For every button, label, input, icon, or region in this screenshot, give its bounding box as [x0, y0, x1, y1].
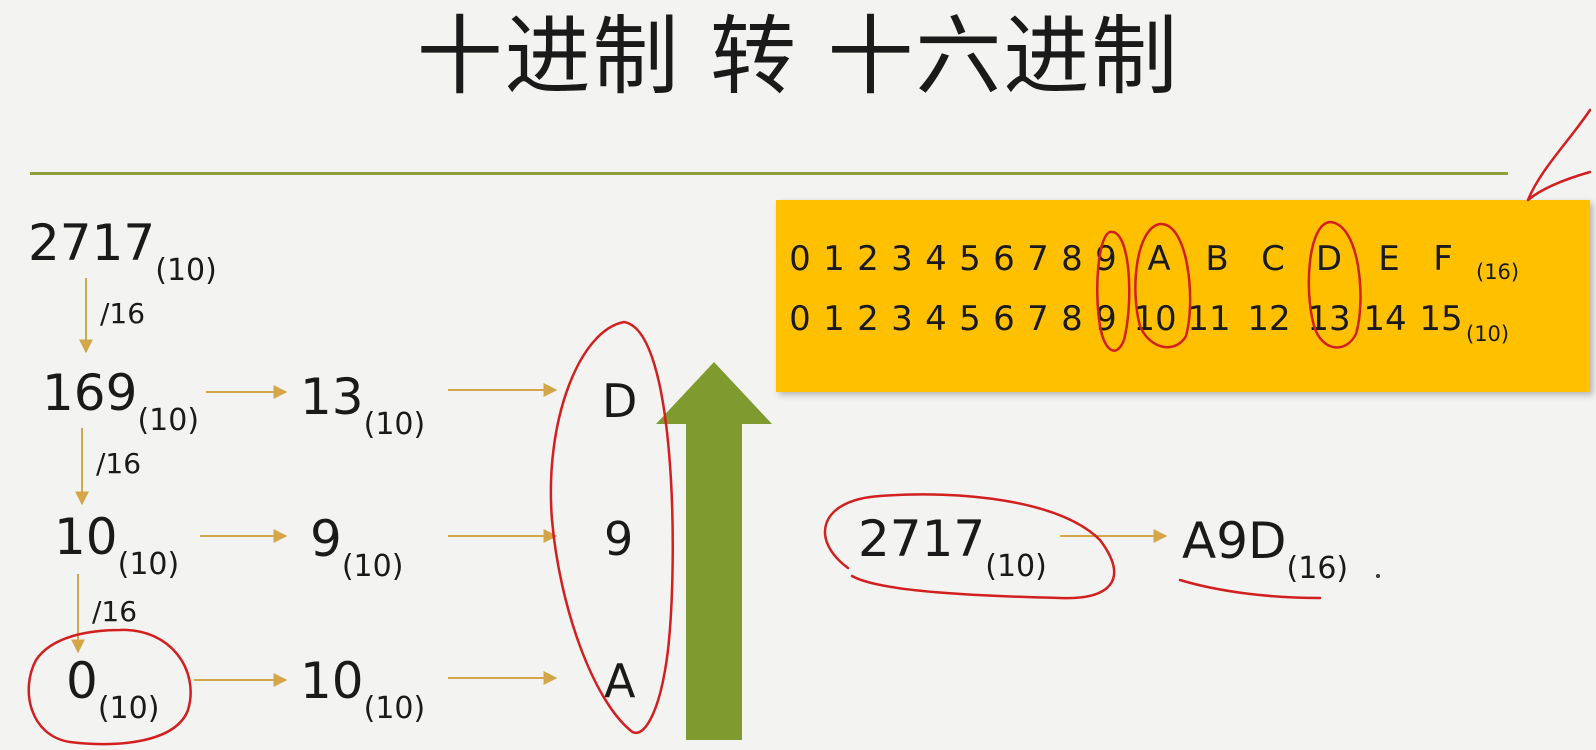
pen-mark [1526, 108, 1592, 202]
dec-base-label: (10) [1466, 322, 1510, 346]
circle-table-a [1134, 222, 1192, 349]
hex-cell: 4 [925, 239, 947, 279]
dec-cell: 12 [1247, 299, 1291, 339]
dec-cell: 15 [1419, 299, 1463, 339]
division-label-3: /16 [92, 595, 138, 628]
hex-cell: 6 [993, 239, 1015, 279]
dec-cell: 11 [1187, 299, 1231, 339]
quotient-row-2: 10(10) [54, 512, 179, 580]
division-label-1: /16 [100, 297, 146, 330]
hex-cell: E [1378, 239, 1400, 279]
circle-result-source [823, 493, 1116, 600]
dec-cell: 7 [1027, 299, 1049, 339]
remainder-row-2: 9(10) [310, 514, 403, 582]
start-value: 2717 [28, 214, 156, 272]
remainder-base: (10) [363, 407, 426, 442]
hex-cell: 0 [789, 239, 811, 279]
hex-cell: 1 [823, 239, 845, 279]
quotient-value: 169 [42, 364, 138, 422]
remainder-value: 13 [300, 368, 364, 426]
remainder-base: (10) [363, 691, 426, 726]
quotient-base: (10) [137, 403, 200, 438]
result-source: 2717(10) [858, 514, 1047, 582]
result-target-base: (16) [1286, 551, 1349, 586]
result-source-value: 2717 [858, 510, 986, 568]
dec-cell: 5 [959, 299, 981, 339]
remainder-value: 10 [300, 652, 364, 710]
start-base: (10) [155, 253, 217, 288]
dot-mark [1376, 574, 1380, 578]
result-target: A9D(16) [1182, 516, 1348, 584]
circle-table-9 [1096, 230, 1131, 352]
dec-cell: 0 [789, 299, 811, 339]
hex-cell: 5 [959, 239, 981, 279]
dec-cell: 1 [823, 299, 845, 339]
dec-cell: 10 [1133, 299, 1177, 339]
hex-digit-row-1: D [602, 374, 638, 428]
dec-cell: 4 [925, 299, 947, 339]
dec-cell: 2 [857, 299, 879, 339]
quotient-base: (10) [97, 691, 160, 726]
circle-table-d [1307, 220, 1362, 349]
hex-base-label: (16) [1476, 260, 1520, 284]
hex-cell: 2 [857, 239, 879, 279]
result-source-base: (10) [985, 549, 1047, 584]
dec-cell: 3 [891, 299, 913, 339]
remainder-value: 9 [310, 510, 342, 568]
quotient-value: 10 [54, 508, 118, 566]
hex-cell: 8 [1061, 239, 1083, 279]
hex-cell: F [1433, 239, 1453, 279]
hex-cell: 7 [1027, 239, 1049, 279]
hex-cell: C [1261, 239, 1285, 279]
start-number: 2717(10) [28, 218, 217, 286]
circle-hex-digits [549, 320, 674, 735]
circle-zero [27, 628, 192, 746]
page-title: 十进制 转 十六进制 [416, 7, 1180, 107]
division-label-2: /16 [96, 447, 142, 480]
hex-cell: A [1147, 239, 1171, 279]
hex-digit-row-2: 9 [604, 512, 634, 566]
dec-cell: 6 [993, 299, 1015, 339]
underline-result [1178, 578, 1322, 600]
remainder-base: (10) [341, 549, 404, 584]
quotient-base: (10) [117, 547, 180, 582]
result-target-value: A9D [1182, 512, 1287, 570]
dec-cell: 8 [1061, 299, 1083, 339]
hex-cell: D [1315, 239, 1343, 279]
hex-digit-row-3: A [604, 654, 636, 708]
remainder-row-1: 13(10) [300, 372, 425, 440]
hex-cell: B [1205, 239, 1229, 279]
hex-cell: 3 [891, 239, 913, 279]
up-arrow-icon [656, 362, 772, 740]
quotient-value: 0 [66, 652, 98, 710]
title-divider [30, 172, 1508, 175]
quotient-row-1: 169(10) [42, 368, 199, 436]
remainder-row-3: 10(10) [300, 656, 425, 724]
lookup-table: 0 1 2 3 4 5 6 7 8 9 A B C D E F (16) 0 1… [776, 200, 1590, 392]
quotient-row-3: 0(10) [66, 656, 159, 724]
dec-cell: 14 [1363, 299, 1407, 339]
